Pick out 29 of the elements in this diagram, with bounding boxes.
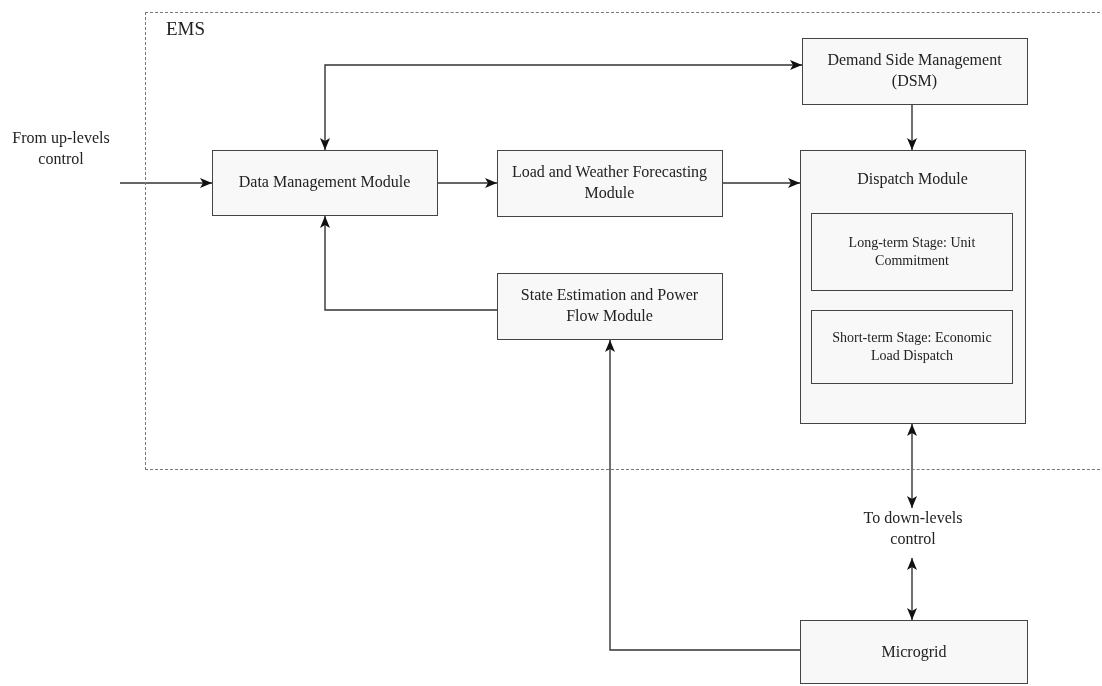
module-label: State Estimation and Power Flow Module	[519, 285, 700, 326]
module-box	[801, 37, 1028, 105]
module-box	[800, 620, 1028, 684]
module-box	[496, 272, 723, 340]
module-label: Short-term Stage: Economic Load Dispatch	[831, 328, 993, 365]
flow-label: From up-levels control	[11, 128, 111, 169]
module-label: Dispatch Module	[856, 168, 969, 190]
module-label: Microgrid	[880, 641, 948, 663]
group-title: EMS	[165, 17, 207, 41]
module-label: Long-term Stage: Unit Commitment	[847, 233, 977, 270]
module-box	[496, 149, 723, 217]
flow-label: To down-levels control	[862, 508, 964, 549]
arrow	[119, 178, 213, 188]
arrow	[722, 178, 801, 188]
module-box	[799, 149, 1026, 424]
system-boundary	[145, 12, 1102, 470]
arrow	[907, 104, 917, 151]
arrow	[907, 557, 917, 621]
arrow	[320, 215, 498, 311]
arrow	[907, 423, 917, 509]
module-label: Load and Weather Forecasting Module	[510, 162, 709, 203]
module-box	[211, 149, 438, 216]
arrow	[437, 178, 498, 188]
arrow	[320, 60, 803, 151]
module-label: Data Management Module	[237, 172, 412, 193]
module-box	[811, 310, 1013, 384]
module-label: Demand Side Management (DSM)	[826, 50, 1003, 92]
module-box	[811, 213, 1013, 291]
arrow	[605, 339, 801, 651]
